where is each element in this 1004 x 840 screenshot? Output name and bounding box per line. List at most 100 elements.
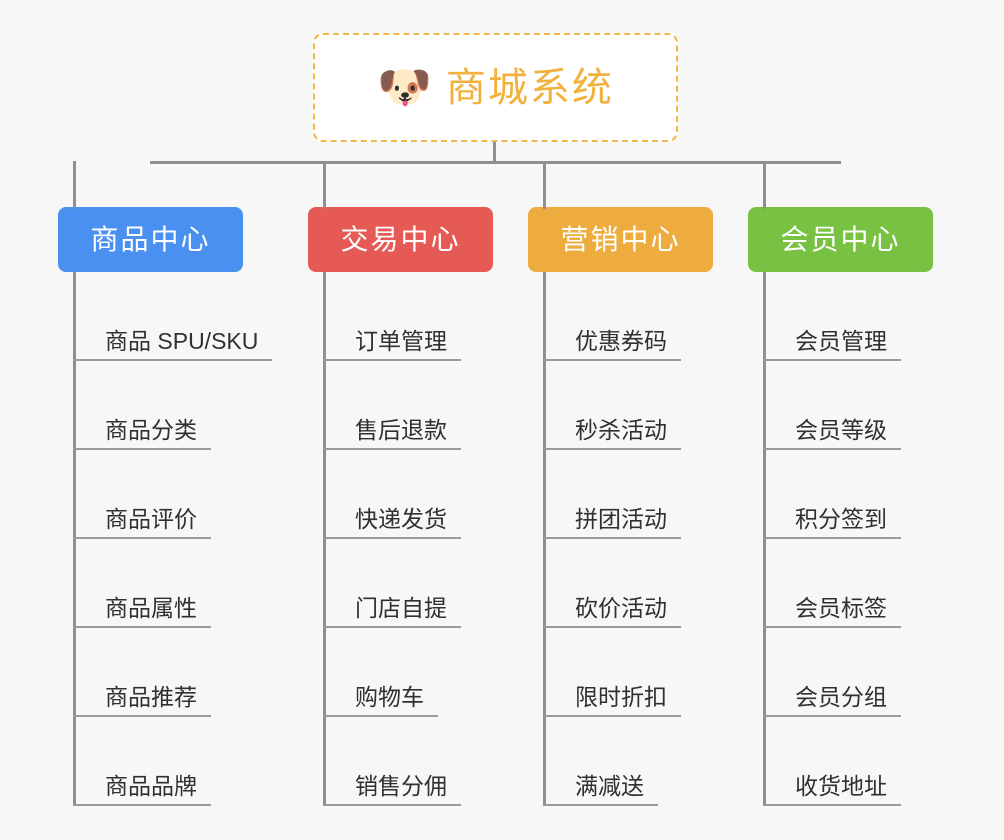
leaf-label: 商品评价 (105, 506, 197, 532)
leaf-underline (543, 626, 681, 628)
leaf-label: 会员分组 (795, 684, 887, 710)
category-label: 营销中心 (560, 223, 681, 255)
leaf-label: 秒杀活动 (575, 417, 667, 443)
category-label: 商品中心 (90, 223, 211, 255)
leaf-underline (73, 626, 211, 628)
category-header-marketing-center[interactable]: 营销中心 (528, 207, 713, 272)
leaf-underline (73, 448, 211, 450)
category-label: 交易中心 (340, 223, 461, 255)
leaf-item[interactable]: 销售分佣 (323, 717, 461, 806)
root-title: 商城系统 (445, 65, 614, 110)
leaf-underline (323, 537, 461, 539)
category-label: 会员中心 (780, 223, 901, 255)
leaf-underline (73, 715, 211, 717)
column-trade-center: 交易中心订单管理售后退款快递发货门店自提购物车销售分佣 (308, 207, 493, 806)
leaf-underline (323, 804, 461, 806)
leaf-underline (763, 537, 901, 539)
category-header-member-center[interactable]: 会员中心 (748, 207, 933, 272)
leaf-label: 商品推荐 (105, 684, 197, 710)
leaf-item[interactable]: 商品分类 (73, 361, 272, 450)
leaf-underline (763, 715, 901, 717)
leaf-item[interactable]: 砍价活动 (543, 539, 681, 628)
leaf-label: 限时折扣 (575, 684, 667, 710)
leaf-item[interactable]: 商品属性 (73, 539, 272, 628)
leaf-item[interactable]: 拼团活动 (543, 450, 681, 539)
column-marketing-center: 营销中心优惠券码秒杀活动拼团活动砍价活动限时折扣满减送 (528, 207, 713, 806)
leaf-item[interactable]: 商品推荐 (73, 628, 272, 717)
leaf-underline (323, 359, 461, 361)
leaf-underline (763, 448, 901, 450)
leaf-item[interactable]: 订单管理 (323, 272, 461, 361)
leaf-label: 快递发货 (355, 506, 447, 532)
leaf-item[interactable]: 快递发货 (323, 450, 461, 539)
dog-face-icon: 🐶 (377, 62, 432, 112)
leaf-item[interactable]: 满减送 (543, 717, 681, 806)
leaf-item[interactable]: 积分签到 (763, 450, 901, 539)
leaf-label: 会员标签 (795, 595, 887, 621)
leaf-label: 收货地址 (795, 773, 887, 799)
leaf-label: 优惠券码 (575, 328, 667, 354)
leaf-underline (763, 804, 901, 806)
leaf-item[interactable]: 秒杀活动 (543, 361, 681, 450)
leaf-underline (543, 359, 681, 361)
leaf-list: 订单管理售后退款快递发货门店自提购物车销售分佣 (323, 272, 461, 806)
leaf-underline (73, 359, 272, 361)
column-trunk-member-center (763, 272, 766, 806)
leaf-label: 商品 SPU/SKU (105, 328, 259, 354)
connector-drop-product-center (73, 161, 76, 209)
leaf-list: 商品 SPU/SKU 商品分类商品评价商品属性商品推荐商品品牌 (73, 272, 272, 806)
leaf-label: 商品属性 (105, 595, 197, 621)
leaf-underline (323, 448, 461, 450)
leaf-list: 优惠券码秒杀活动拼团活动砍价活动限时折扣满减送 (543, 272, 681, 806)
leaf-item[interactable]: 商品评价 (73, 450, 272, 539)
leaf-label: 商品分类 (105, 417, 197, 443)
leaf-label: 销售分佣 (355, 773, 447, 799)
leaf-label: 会员等级 (795, 417, 887, 443)
leaf-item[interactable]: 会员分组 (763, 628, 901, 717)
leaf-label: 砍价活动 (575, 595, 667, 621)
leaf-label: 拼团活动 (575, 506, 667, 532)
leaf-label: 积分签到 (795, 506, 887, 532)
column-product-center: 商品中心商品 SPU/SKU 商品分类商品评价商品属性商品推荐商品品牌 (58, 207, 272, 806)
root-node[interactable]: 🐶 商城系统 (313, 33, 678, 142)
column-trunk-trade-center (323, 272, 326, 806)
leaf-label: 订单管理 (355, 328, 447, 354)
leaf-underline (543, 448, 681, 450)
leaf-label: 购物车 (355, 684, 424, 710)
leaf-label: 商品品牌 (105, 773, 197, 799)
column-trunk-marketing-center (543, 272, 546, 806)
leaf-item[interactable]: 售后退款 (323, 361, 461, 450)
leaf-item[interactable]: 会员管理 (763, 272, 901, 361)
leaf-label: 门店自提 (355, 595, 447, 621)
leaf-list: 会员管理会员等级积分签到会员标签会员分组收货地址 (763, 272, 901, 806)
connector-drop-marketing-center (543, 161, 546, 209)
connector-drop-member-center (763, 161, 766, 209)
leaf-item[interactable]: 收货地址 (763, 717, 901, 806)
leaf-label: 售后退款 (355, 417, 447, 443)
leaf-item[interactable]: 商品品牌 (73, 717, 272, 806)
leaf-underline (763, 626, 901, 628)
leaf-label: 会员管理 (795, 328, 887, 354)
leaf-item[interactable]: 商品 SPU/SKU (73, 272, 272, 361)
leaf-item[interactable]: 优惠券码 (543, 272, 681, 361)
column-member-center: 会员中心会员管理会员等级积分签到会员标签会员分组收货地址 (748, 207, 933, 806)
root-trunk-line (493, 142, 496, 164)
leaf-item[interactable]: 购物车 (323, 628, 461, 717)
leaf-underline (763, 359, 901, 361)
leaf-item[interactable]: 会员标签 (763, 539, 901, 628)
leaf-underline (73, 804, 211, 806)
connector-drop-trade-center (323, 161, 326, 209)
leaf-underline (543, 537, 681, 539)
leaf-item[interactable]: 限时折扣 (543, 628, 681, 717)
category-header-trade-center[interactable]: 交易中心 (308, 207, 493, 272)
leaf-underline (323, 715, 438, 717)
horizontal-bus-line (150, 161, 841, 164)
leaf-item[interactable]: 门店自提 (323, 539, 461, 628)
category-header-product-center[interactable]: 商品中心 (58, 207, 243, 272)
leaf-underline (543, 804, 658, 806)
leaf-label: 满减送 (575, 773, 644, 799)
leaf-underline (73, 537, 211, 539)
leaf-item[interactable]: 会员等级 (763, 361, 901, 450)
column-trunk-product-center (73, 272, 76, 806)
